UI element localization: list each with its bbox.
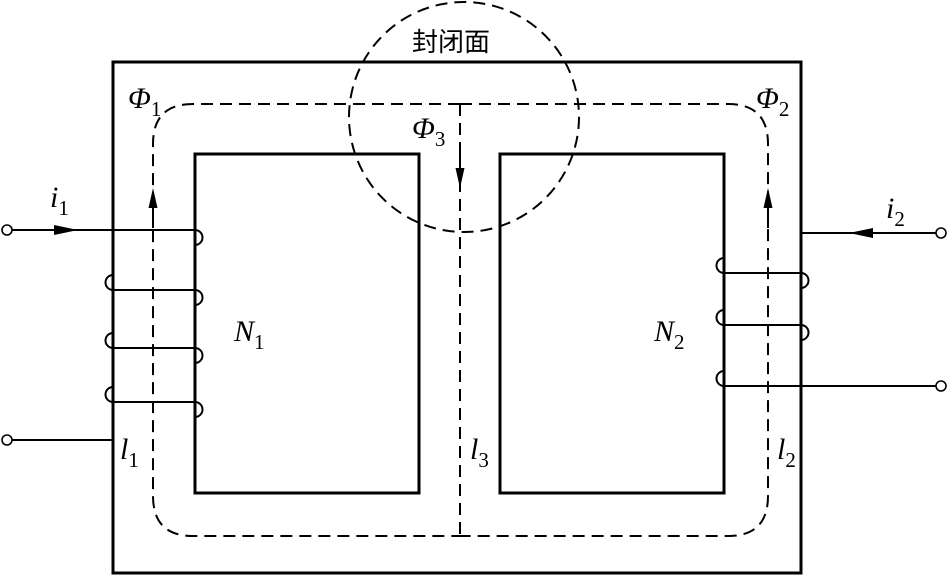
left-terminal-top <box>1 224 13 236</box>
left-terminal-bottom <box>1 434 13 446</box>
path-l1-label: l1 <box>120 433 139 472</box>
core-left-window <box>193 152 421 495</box>
closed-surface-label: 封闭面 <box>412 28 490 58</box>
current-i1-label: i1 <box>50 181 69 220</box>
closed-surface-circle <box>348 1 580 233</box>
flux-phi2-label: Φ2 <box>756 82 789 121</box>
winding-n2-label: N2 <box>653 315 685 354</box>
left-coil-turn-front <box>194 289 204 306</box>
right-terminal-bottom <box>935 380 947 392</box>
right-coil-turn-rear <box>715 370 725 387</box>
left-coil-turn-rear <box>104 332 114 349</box>
path-l2-label: l2 <box>777 433 796 472</box>
right-coil-turn-front <box>800 324 810 341</box>
flux-arrow-center-head <box>455 168 465 188</box>
core-outer-frame <box>111 60 803 575</box>
left-coil-turn-front <box>194 401 204 418</box>
right-winding <box>715 227 947 392</box>
left-winding <box>1 224 204 446</box>
current-i2-arrowhead <box>849 228 873 238</box>
current-i1-arrowhead <box>54 225 78 235</box>
winding-n1-label: N1 <box>233 315 265 354</box>
left-coil-turn-front <box>194 347 204 364</box>
flux-arrow-right-head <box>763 188 773 208</box>
right-coil-turn-front <box>800 272 810 289</box>
left-coil-turn-front <box>194 229 204 246</box>
right-coil-turn-rear <box>715 257 725 274</box>
flux-path-left-loop <box>152 103 460 537</box>
flux-arrow-left-head <box>148 188 158 208</box>
right-terminal-top <box>935 227 947 239</box>
core-right-window <box>498 152 726 495</box>
right-coil-turn-rear <box>715 309 725 326</box>
flux-phi3-label: Φ3 <box>412 112 445 151</box>
current-i2-label: i2 <box>886 192 905 231</box>
left-coil-turn-rear <box>104 386 114 403</box>
flux-path-right-loop <box>460 103 769 537</box>
flux-phi1-label: Φ1 <box>128 82 161 121</box>
left-coil-turn-rear <box>104 274 114 291</box>
path-l3-label: l3 <box>470 433 489 472</box>
